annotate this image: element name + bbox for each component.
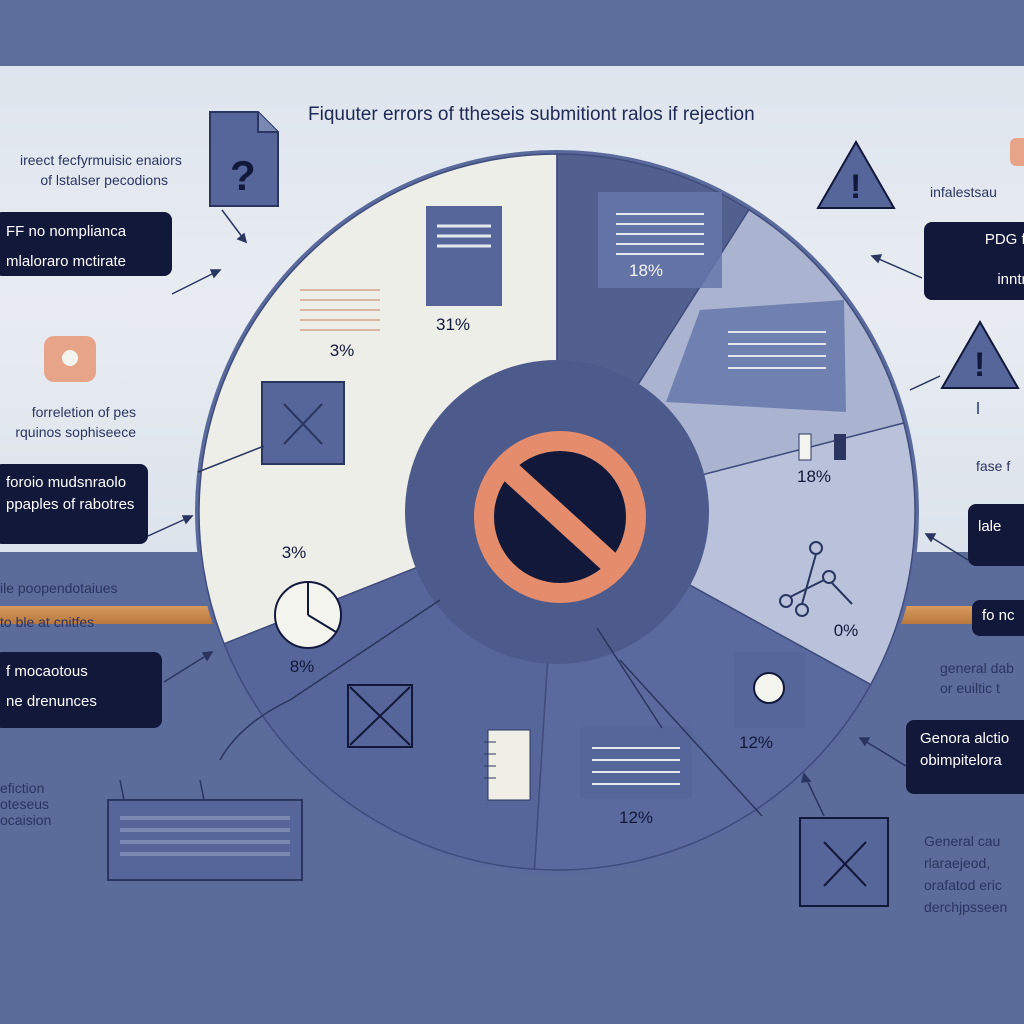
right-pill-4-line-1: Genora alctio [920,730,1010,747]
right-note-1: infalestsau [930,182,997,202]
right-pill-1: PDG fo I inntm [924,222,1024,300]
document-panel-icon-2 [666,300,846,412]
right-note-4: General cau rlaraejeod, orafatod eric de… [924,830,1007,918]
right-note-3: general dab or euiltic t [940,658,1014,698]
orange-sticker-icon [44,336,96,382]
circle-card-icon [734,652,806,728]
svg-text:!: ! [974,346,985,384]
left-note-1: ireect fecfyrmuisic enaiors of lstalser … [20,150,182,190]
left-note-3-line-2: to ble at cnitfes [0,614,95,630]
right-pill-2: lale [968,504,1024,566]
warning-icon-2: ! [940,319,1020,389]
right-note-2-line-1: fase f [976,458,1011,474]
data-label: 31% [436,315,470,334]
right-note-2: fase f [976,456,1010,476]
left-note-1-line-2: of lstalser pecodions [40,172,168,188]
right-pill-1-line-2: I [934,250,1024,270]
data-label: 8% [290,657,315,676]
left-note-4-line-2: oteseus [0,796,50,812]
svg-text:?: ? [230,152,256,199]
file-question-icon: ? [209,111,279,207]
right-pill-2-line-1: lale [978,518,1002,535]
data-label: 12% [619,808,653,827]
left-pill-3-line-1: f mocaotous [6,663,88,680]
data-label: 18% [797,467,831,486]
right-note-4-line-2: rlaraejeod, [924,855,991,871]
arrows [119,209,979,817]
right-pill-1-line-3: inntm [997,271,1024,288]
right-note-3-line-1: general dab [940,660,1014,676]
right-pill-1-line-1: PDG fo [984,231,1024,248]
right-note-4-line-1: General cau [924,833,1001,849]
reject-box-icon-2 [347,684,413,748]
board-frame-top [0,0,1024,66]
left-note-2-line-2: rquinos sophiseece [15,424,136,440]
left-pill-2-line-2: ppaples of rabotres [6,496,135,513]
data-label: 18% [629,261,663,280]
document-panel-icon [598,192,722,288]
left-pill-3-line-2: ne drenunces [6,693,97,710]
prohibited-sign-icon [474,431,646,603]
left-note-4-line-1: efiction [0,780,45,796]
data-label: 0% [834,621,859,640]
pie-slice [554,422,916,686]
left-pill-1: FF no nomplianca mlaloraro mctirate [0,212,172,276]
left-note-4: efiction oteseus ocaision [0,780,100,828]
left-note-4-line-3: ocaision [0,812,52,828]
document-panel-icon-3 [580,727,692,799]
data-label: 3% [330,341,355,360]
right-note-4-line-4: derchjpsseen [924,899,1008,915]
right-pill-4-line-2: obimpitelora [920,752,1002,769]
svg-text:!: ! [850,168,861,206]
notepad-icon [484,729,531,801]
left-note-2-line-1: forreletion of pes [31,404,136,420]
reject-box-icon-3 [799,817,889,907]
right-pill-3: fo nc [972,600,1024,636]
left-note-3: ile poopendotaiues to ble at cnitfes [0,578,140,632]
mini-pie-icon [274,581,342,649]
right-note-4-line-3: orafatod eric [924,877,1002,893]
right-note-1-line-1: infalestsau [930,184,997,200]
left-pill-1-line-1: FF no nomplianca [6,223,127,240]
bar-icon [798,433,846,461]
left-pill-3: f mocaotous ne drenunces [0,652,162,728]
right-pill-4: Genora alctio obimpitelora [906,720,1024,794]
scissors-icon [779,541,853,617]
orange-badge-icon [1010,138,1024,166]
chart-title: Fiquuter errors of ttheseis submitiont r… [308,104,755,125]
document-icon [426,206,502,306]
left-pill-2: foroio mudsnraolo ppaples of rabotres [0,464,148,544]
reject-box-icon [261,381,345,465]
left-pill-2-line-1: foroio mudsnraolo [6,474,127,491]
text-lines-icon [300,289,380,331]
document-list-icon [107,799,303,881]
warning-icon: ! [816,139,896,209]
left-note-3-line-1: ile poopendotaiues [0,580,118,596]
data-label: 3% [282,543,307,562]
data-label: 12% [739,733,773,752]
left-note-1-line-1: ireect fecfyrmuisic enaiors [20,152,182,168]
right-pill-3-line-1: fo nc [982,607,1015,624]
leader-lines [197,445,763,817]
left-pill-1-line-2: mlaloraro mctirate [6,253,127,270]
left-note-2: forreletion of pes rquinos sophiseece [0,402,136,442]
right-note-3-line-2: or euiltic t [940,680,1000,696]
